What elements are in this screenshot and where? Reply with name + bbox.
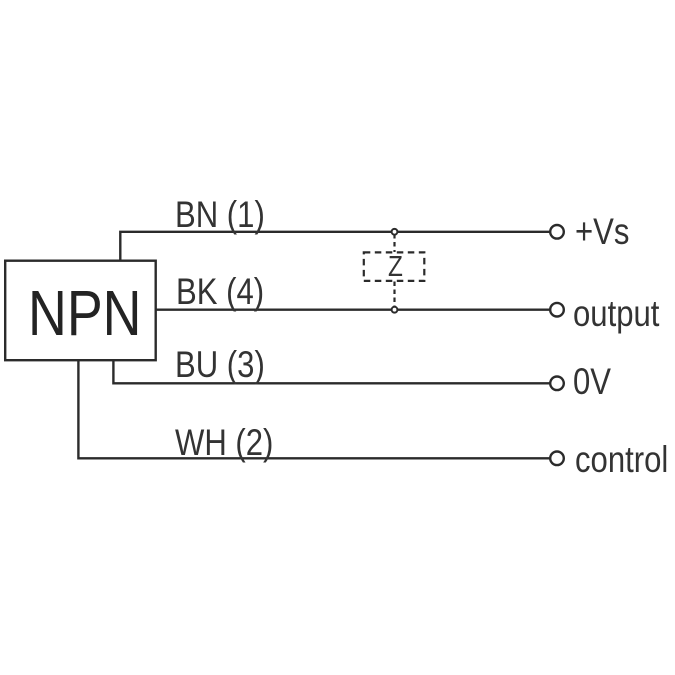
terminal-label-control: control <box>575 439 669 480</box>
terminal-label-vs: +Vs <box>575 211 630 252</box>
wire-label-bk: BK (4) <box>176 271 265 312</box>
wire-label-bu: BU (3) <box>175 344 265 385</box>
junction-dot-vs <box>390 227 399 236</box>
wire-label-bn: BN (1) <box>175 194 265 235</box>
wire-label-wh: WH (2) <box>175 422 274 463</box>
device-box <box>3 259 157 362</box>
wire-bu <box>112 359 550 385</box>
wire-bn <box>119 230 550 261</box>
terminal-circle-0v <box>549 375 566 392</box>
terminal-label-output: output <box>573 293 660 334</box>
terminal-label-0v: 0V <box>573 361 612 402</box>
junction-dot-output <box>390 305 399 314</box>
terminal-circle-control <box>549 450 566 467</box>
terminal-circle-vs <box>549 223 566 240</box>
load-impedance-label: Z <box>388 251 403 283</box>
device-label: NPN <box>28 277 142 349</box>
terminal-circle-output <box>549 301 566 318</box>
wire-wh <box>77 359 550 460</box>
